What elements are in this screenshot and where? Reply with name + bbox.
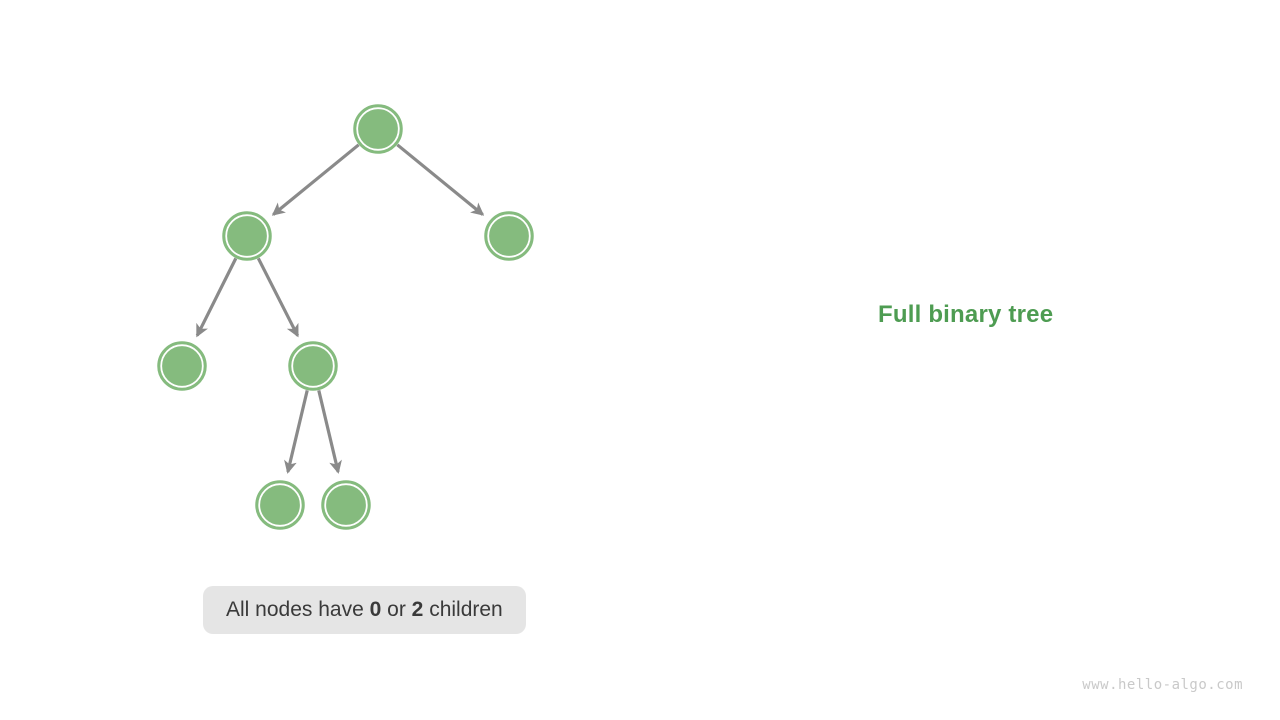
watermark-text: www.hello-algo.com <box>1082 677 1243 693</box>
tree-node-R <box>484 211 534 261</box>
caption-box: All nodes have 0 or 2 children <box>203 586 526 634</box>
tree-edge-root-L <box>271 143 360 216</box>
tree-node-LRL <box>255 480 305 530</box>
tree-edge-LR-LRL <box>284 389 309 474</box>
caption-bold-0: 0 <box>369 598 382 621</box>
tree-edge-LR-LRR <box>317 389 342 474</box>
tree-edge-L-LL <box>195 257 238 338</box>
caption-text-1: All nodes have <box>226 598 370 621</box>
caption-text-2: or <box>381 598 412 621</box>
caption-text-3: children <box>423 598 503 621</box>
tree-edge-L-LR <box>256 257 300 338</box>
tree-edge-root-R <box>396 143 485 216</box>
tree-node-LRR <box>321 480 371 530</box>
caption-bold-2: 2 <box>411 598 424 621</box>
diagram-title: Full binary tree <box>878 301 1054 328</box>
tree-node-LR <box>288 341 338 391</box>
tree-node-root <box>353 104 403 154</box>
tree-node-L <box>222 211 272 261</box>
tree-node-LL <box>157 341 207 391</box>
